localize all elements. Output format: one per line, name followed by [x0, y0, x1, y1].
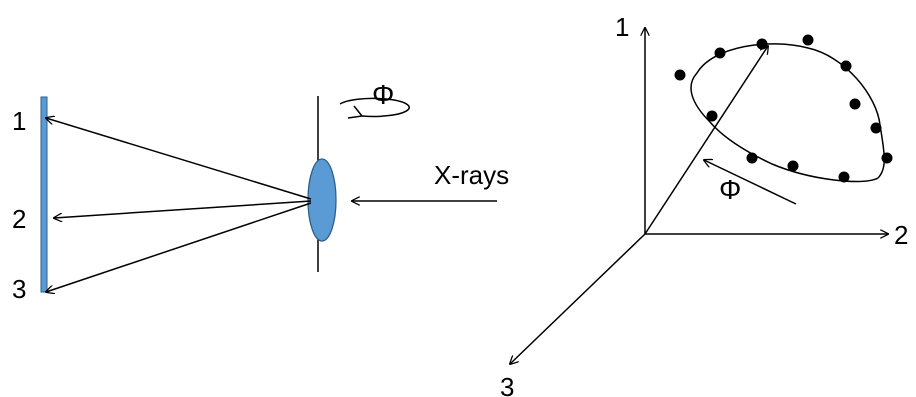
trajectory-points — [674, 34, 893, 183]
rotation-phi-label: Φ — [372, 79, 394, 110]
trajectory-point — [714, 47, 726, 59]
trajectory-point — [706, 110, 718, 122]
detector-plate — [40, 96, 48, 293]
axis-label-2: 2 — [894, 220, 908, 250]
diffracted-ray-2 — [54, 200, 312, 218]
rotation-arrow-icon — [339, 97, 410, 119]
axis-label-3: 3 — [500, 372, 514, 397]
trajectory-curve — [690, 43, 885, 183]
trajectory-point — [746, 152, 758, 164]
trajectory-point — [840, 60, 852, 72]
trajectory-point — [881, 152, 893, 164]
orientation-vector — [644, 46, 768, 235]
diffracted-ray-3 — [46, 202, 312, 292]
detector-label-2: 2 — [12, 204, 26, 234]
rotation-phi-label-right: Φ — [719, 174, 741, 205]
axis-label-1: 1 — [615, 12, 629, 42]
trajectory-point — [849, 98, 861, 110]
left-panel: Φ X-rays 1 2 3 — [12, 79, 509, 304]
trajectory-point — [674, 69, 686, 81]
rotation-direction-arrow — [704, 160, 797, 205]
detector-label-1: 1 — [12, 106, 26, 136]
sample-crystal — [307, 158, 337, 242]
trajectory-point — [787, 160, 799, 172]
detector-label-3: 3 — [12, 274, 26, 304]
trajectory-point — [838, 171, 850, 183]
trajectory-point — [802, 34, 814, 46]
trajectory-point — [756, 38, 768, 50]
diffracted-ray-1 — [46, 118, 312, 200]
right-panel: 1 2 3 Φ — [500, 12, 908, 397]
xrays-label: X-rays — [434, 160, 509, 190]
axis-3 — [510, 233, 646, 364]
trajectory-point — [870, 122, 882, 134]
